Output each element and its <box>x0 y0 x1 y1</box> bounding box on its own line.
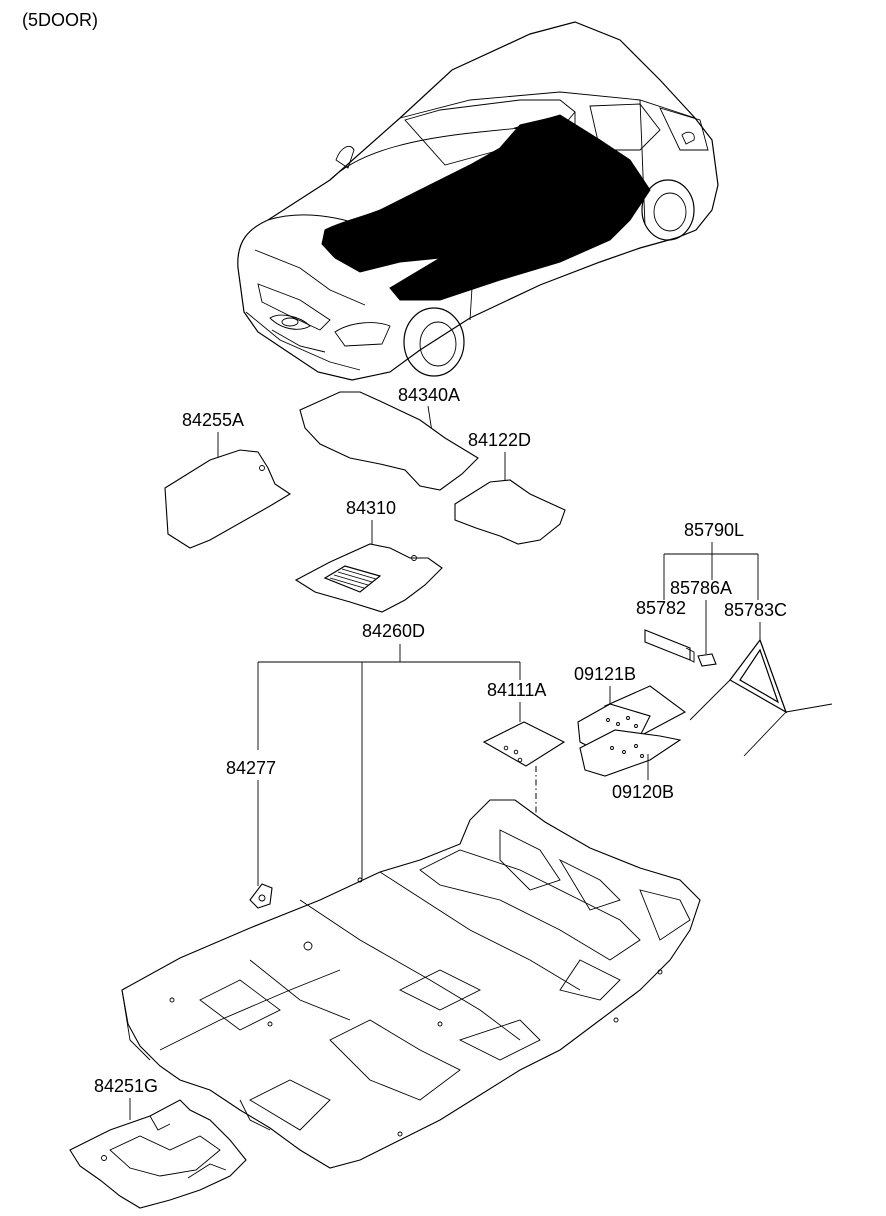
part-85783C: 85783C <box>689 600 833 757</box>
part-84111A: 84111A <box>482 680 566 910</box>
car-illustration <box>237 21 719 381</box>
part-84122D: 84122D <box>454 430 566 545</box>
part-09120B: 09120B <box>579 729 682 802</box>
label-84122D: 84122D <box>468 430 531 450</box>
label-84111A: 84111A <box>487 680 546 700</box>
label-84340A: 84340A <box>398 385 460 405</box>
label-84260D: 84260D <box>362 621 425 641</box>
part-84277: 84277 <box>226 758 276 909</box>
part-84340A: 84340A <box>299 385 479 491</box>
label-09120B: 09120B <box>612 782 674 802</box>
label-85790L: 85790L <box>684 520 744 540</box>
part-85782: 85782 <box>636 598 695 663</box>
variant-label: (5DOOR) <box>22 10 98 30</box>
label-84255A: 84255A <box>182 410 244 430</box>
part-84251G: 84251G <box>69 1076 247 1209</box>
floor-carpet <box>121 799 701 1169</box>
label-84277: 84277 <box>226 758 276 778</box>
part-85786A: 85786A <box>670 578 732 667</box>
label-84251G: 84251G <box>94 1076 158 1096</box>
part-84260D: 84260D <box>257 621 521 880</box>
part-84310: 84310 <box>294 498 443 613</box>
label-85786A: 85786A <box>670 578 732 598</box>
label-85783C: 85783C <box>724 600 787 620</box>
part-84255A: 84255A <box>164 410 292 549</box>
label-09121B: 09121B <box>574 664 636 684</box>
label-84310: 84310 <box>346 498 396 518</box>
part-85790L: 85790L <box>663 520 759 600</box>
label-85782: 85782 <box>636 598 686 618</box>
